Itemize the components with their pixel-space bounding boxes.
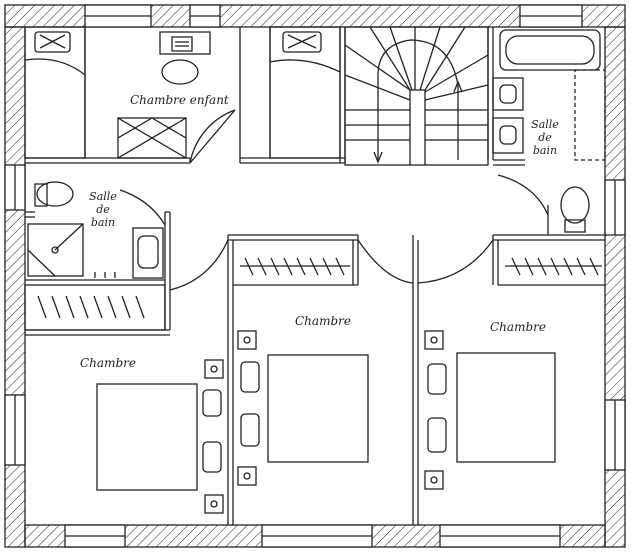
doors [119, 109, 549, 291]
label-bath-left-line1: Salle [89, 190, 117, 203]
wall-left [4, 26, 26, 548]
label-bath-left: Salle de bain [86, 190, 120, 229]
door-bath-left [119, 189, 166, 226]
bathtub [499, 29, 601, 71]
label-bath-right: Salle de bain [528, 118, 562, 157]
desk-chair [161, 59, 199, 85]
label-bath-right-line1: Salle [531, 118, 559, 131]
vanity-upper [492, 77, 524, 111]
label-bath-right-line3: bain [532, 144, 558, 157]
bath-right-fixtures [492, 29, 606, 233]
door-bedroom-center [357, 239, 414, 284]
bed-center [267, 354, 369, 463]
vanity-left [132, 227, 164, 279]
bed-top-right [269, 26, 341, 159]
door-bedroom-left [169, 239, 229, 291]
bed-left [96, 383, 198, 491]
toilet-right [560, 186, 590, 224]
exterior-walls [4, 4, 626, 548]
interior-walls [25, 27, 605, 525]
wardrobe-left [24, 284, 166, 331]
vanity-lower [492, 117, 524, 154]
door-kids-room [189, 109, 236, 164]
bed-right [456, 352, 556, 463]
label-bath-right-line2: de [538, 131, 552, 144]
desk [159, 31, 211, 55]
wardrobes [240, 257, 602, 276]
staircase [344, 26, 489, 166]
label-bedroom-right: Chambre [490, 320, 546, 334]
door-bath-right [497, 174, 549, 216]
label-bedroom-center: Chambre [295, 314, 351, 328]
toilet-left [36, 181, 74, 207]
bath-left-fixtures [24, 181, 166, 331]
beds [96, 330, 556, 514]
windows [4, 4, 626, 548]
kids-room-furniture [24, 26, 341, 159]
label-kids-room: Chambre enfant [130, 93, 229, 107]
label-bedroom-left: Chambre [80, 356, 136, 370]
bed-top-left [24, 26, 86, 159]
label-bath-left-line2: de [96, 203, 110, 216]
label-bath-left-line3: bain [90, 216, 116, 229]
shower [574, 69, 606, 161]
door-bedroom-right [417, 239, 494, 284]
